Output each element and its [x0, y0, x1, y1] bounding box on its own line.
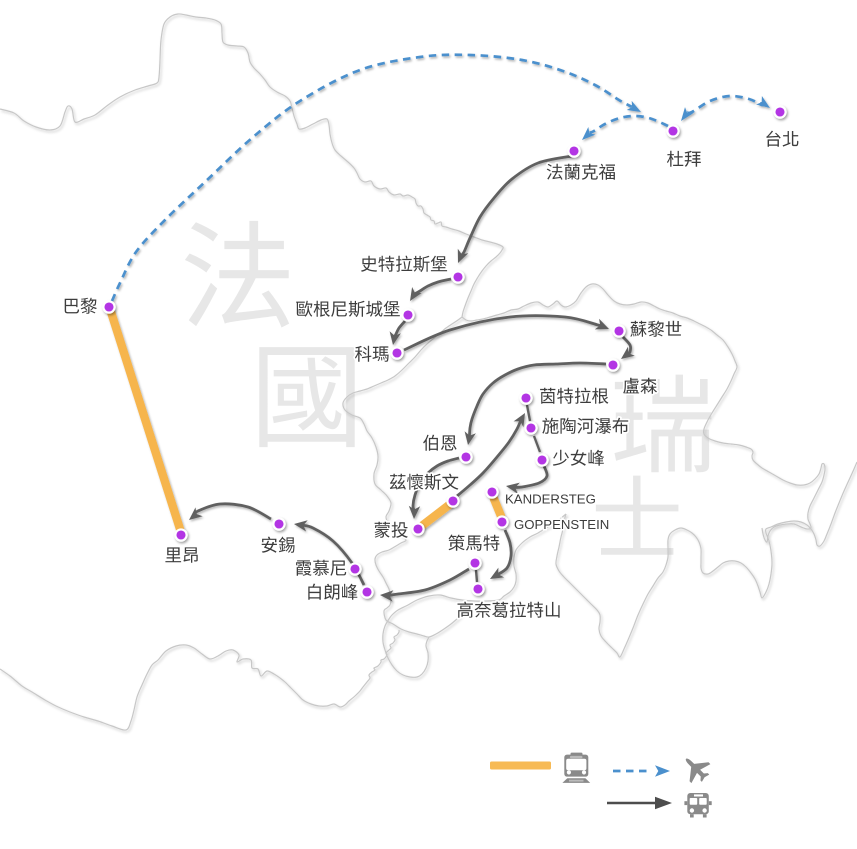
svg-text:GOPPENSTEIN: GOPPENSTEIN	[514, 517, 609, 532]
svg-text:KANDERSTEG: KANDERSTEG	[505, 492, 596, 507]
